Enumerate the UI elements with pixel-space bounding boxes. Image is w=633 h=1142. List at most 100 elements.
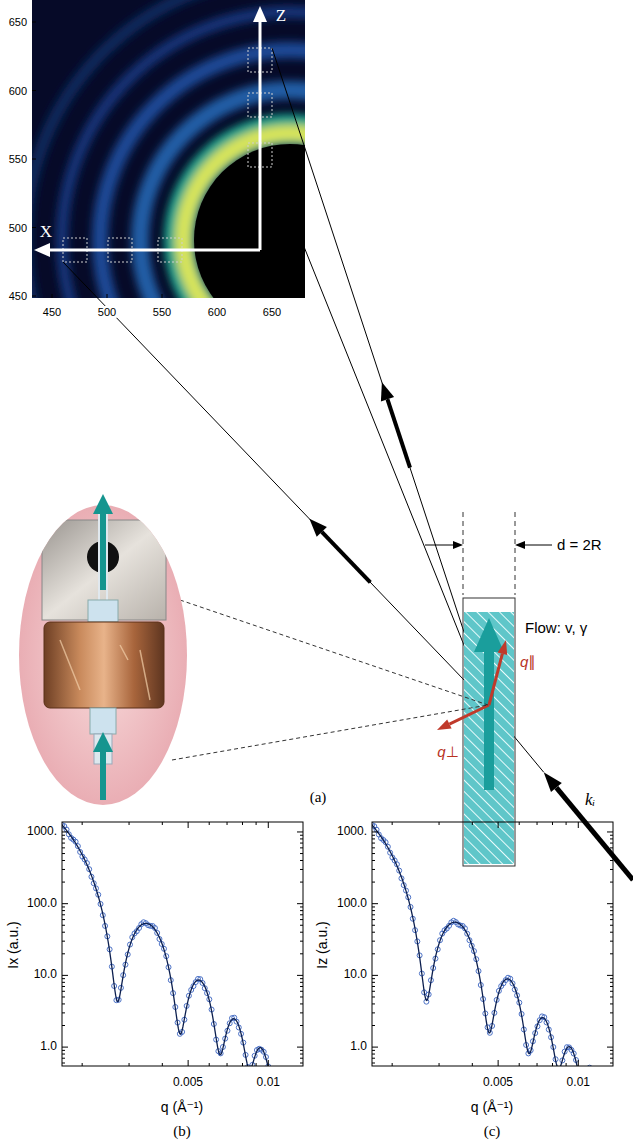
intensity-plot <box>60 822 305 1093</box>
sample-cell <box>425 512 552 866</box>
axis-tick <box>62 991 65 992</box>
axis-tick <box>62 914 65 915</box>
intensity-plots <box>60 822 615 1093</box>
axis-tick <box>297 831 303 832</box>
tick-label: 650 <box>8 16 28 28</box>
detector-axis-arrow <box>259 20 262 250</box>
axis-tick <box>610 978 613 979</box>
fit-curve <box>62 825 303 1066</box>
axis-tick <box>610 843 613 844</box>
frame-tick <box>32 296 36 297</box>
axis-tick <box>300 1025 303 1026</box>
axis-tick <box>62 925 65 926</box>
axis-tick <box>242 1063 243 1066</box>
tick-label: 0.01 <box>566 1076 591 1089</box>
detector-axis-arrow <box>253 6 267 22</box>
axis-tick <box>62 986 65 987</box>
axis-tick <box>297 975 303 976</box>
axis-tick <box>62 847 65 848</box>
axis-tick <box>498 1060 499 1066</box>
frame-tick <box>32 90 36 91</box>
axis-tick <box>578 822 579 828</box>
axis-title: Iz (a.u.) <box>315 920 330 969</box>
axis-tick <box>610 1058 613 1059</box>
axis-tick <box>610 925 613 926</box>
axis-tick <box>610 986 613 987</box>
frame-tick <box>162 294 163 298</box>
axis-tick <box>300 853 303 854</box>
axis-tick <box>610 996 613 997</box>
plot-data <box>372 823 613 1066</box>
axis-tick <box>610 1054 613 1055</box>
frame-tick <box>32 227 36 228</box>
axis-tick <box>300 835 303 836</box>
scattering-vector <box>437 720 452 730</box>
axis-tick <box>82 1063 83 1066</box>
axis-tick <box>300 932 303 933</box>
axis-tick <box>372 996 375 997</box>
axis-tick <box>268 1060 269 1066</box>
axis-tick <box>62 853 65 854</box>
axis-tick <box>578 1060 579 1066</box>
frame-tick <box>32 22 36 23</box>
axis-tick <box>372 978 375 979</box>
axis-tick <box>372 1063 375 1064</box>
sample-cell <box>474 618 504 652</box>
plot-frame <box>372 822 613 1066</box>
axis-tick <box>498 822 499 828</box>
axis-tick <box>372 941 375 942</box>
axis-tick <box>472 822 473 825</box>
tick-label: 1000. <box>336 825 368 838</box>
tick-label: 450 <box>42 306 62 318</box>
tick-label: 550 <box>152 306 172 318</box>
axis-tick <box>188 822 189 828</box>
axis-tick <box>300 925 303 926</box>
axis-tick <box>372 1047 378 1048</box>
scattering-vector <box>437 640 507 730</box>
tick-label: 1.0 <box>39 1041 58 1054</box>
axis-tick <box>610 1050 613 1051</box>
intensity-plot <box>370 822 615 1092</box>
axis-tick <box>300 1054 303 1055</box>
sample-cell <box>425 545 455 546</box>
axis-tick <box>129 822 130 825</box>
vector-label: q∥ <box>519 654 537 671</box>
axis-tick <box>610 910 613 911</box>
axis-tick <box>256 822 257 825</box>
cell-photo <box>42 505 166 764</box>
cell-photo <box>44 622 164 708</box>
tick-label: 600 <box>8 84 28 96</box>
axis-tick <box>300 1063 303 1064</box>
axis-tick <box>372 1025 375 1026</box>
axis-tick <box>162 822 163 825</box>
axis-tick <box>372 835 375 836</box>
axis-tick <box>519 822 520 825</box>
sample-cell <box>484 650 494 790</box>
tick-label: 1.0 <box>349 1041 368 1054</box>
cell-photo <box>172 705 488 760</box>
tick-label: 0.005 <box>172 1076 204 1089</box>
sample-cell <box>464 612 514 864</box>
axis-tick <box>62 831 68 832</box>
axis-tick <box>300 1050 303 1051</box>
axis-tick <box>300 882 303 883</box>
axis-tick <box>610 1003 613 1004</box>
axis-tick <box>62 1063 65 1064</box>
axis-tick <box>300 1003 303 1004</box>
detector-axis-arrow <box>34 6 267 257</box>
axis-tick <box>610 982 613 983</box>
axis-tick <box>372 1054 375 1055</box>
axis-tick <box>610 941 613 942</box>
axis-tick <box>227 1063 228 1066</box>
axis-tick <box>62 953 65 954</box>
scattering-rings <box>183 133 305 298</box>
scattering-rings <box>62 12 305 298</box>
beam-stop <box>194 144 305 298</box>
tick-label: 0.01 <box>256 1076 281 1089</box>
axis-tick <box>62 978 65 979</box>
axis-tick <box>537 1063 538 1066</box>
axis-tick <box>439 822 440 825</box>
tick-label: 10.0 <box>343 969 368 982</box>
axis-tick <box>300 860 303 861</box>
